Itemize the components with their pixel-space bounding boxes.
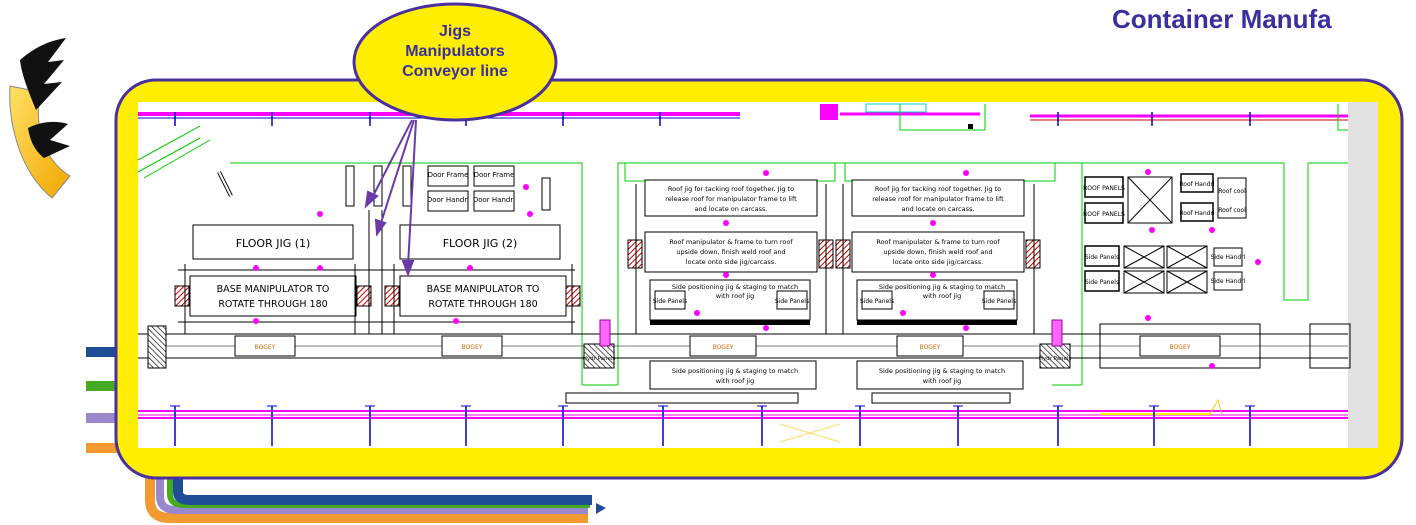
roof-jig-1-line2: release roof for manipulator frame to li… <box>665 195 797 203</box>
roof-jig-1-line1: Roof jig for tacking roof together. Jig … <box>668 185 794 193</box>
bogey-label-5: BOGEY <box>1170 344 1191 351</box>
roof-handrl-1: Roof Handrl <box>1179 181 1215 188</box>
roof-cool-1: Roof cool <box>1218 188 1246 195</box>
door-handrl-label-1: Door Handrl <box>427 196 469 204</box>
bogey-label-4: BOGEY <box>920 344 941 351</box>
roof-cool-2: Roof cool <box>1218 207 1246 214</box>
side-pos-2-line1: Side positioning jig & staging to match <box>879 283 1005 291</box>
side-panels-label-1: Side Panels <box>1085 254 1119 261</box>
base-manip-1-line2: ROTATE THROUGH 180 <box>218 299 327 310</box>
roof-station-2: Roof jig for tacking roof together. Jig … <box>835 179 1041 334</box>
hydraulic-label-1: Hydr Panels <box>583 356 616 362</box>
side-pos-low-2-line1: Side positioning jig & staging to match <box>879 367 1005 375</box>
door-frame-label-2: Door Frame <box>474 171 515 179</box>
bogey-label-2: BOGEY <box>462 344 483 351</box>
roof-jig-1-line3: and locate on carcass. <box>695 205 768 213</box>
roof-jig-2-line3: and locate on carcass. <box>902 205 975 213</box>
storage-area: ROOF PANELS ROOF PANELS Roof Handrl Roof… <box>1083 173 1247 294</box>
side-panel-2b: Side Panels <box>982 298 1016 305</box>
side-panel-2a: Side Panels <box>860 298 894 305</box>
slide-title: Container Manufa <box>1112 4 1332 34</box>
callout-bubble <box>352 2 558 122</box>
entry-chute <box>137 125 211 179</box>
drawing-scrollbar <box>1348 102 1378 448</box>
bottom-rail <box>138 398 1348 446</box>
door-handrl-label-2: Door Handrl <box>473 196 515 204</box>
side-handrl-2: Side Handrl <box>1211 278 1246 285</box>
roof-manip-1-line1: Roof manipulator & frame to turn roof <box>669 238 793 246</box>
callout-line-manipulators: Manipulators <box>405 43 505 60</box>
side-panel-1b: Side Panels <box>775 298 809 305</box>
roof-station-1: Roof jig for tacking roof together. Jig … <box>627 179 834 334</box>
callout-arrows <box>364 119 417 277</box>
company-logo <box>9 38 71 199</box>
callout-line-conveyor: Conveyor line <box>402 63 508 80</box>
roof-panels-label-1: ROOF PANELS <box>1083 185 1125 192</box>
callout-text: Jigs Manipulators Conveyor line <box>356 22 554 82</box>
roof-manip-2-line2: upside down, finish weld roof and <box>883 248 992 256</box>
roof-handrl-2: Roof Handrl <box>1179 210 1215 217</box>
side-pos-low-1-line2: with roof jig <box>716 377 754 385</box>
floor-jig-area: Door Frame Door Frame Door Handrl Door H… <box>174 165 581 334</box>
bogey-label-3: BOGEY <box>713 344 734 351</box>
magenta-markers <box>253 169 1261 369</box>
roof-manip-1-line3: locate onto side jig/carcass. <box>686 258 776 266</box>
side-pos-2-line2: with roof jig <box>923 292 961 300</box>
top-rail <box>138 103 1348 131</box>
roof-jig-2-line2: release roof for manipulator frame to li… <box>872 195 1004 203</box>
side-panels-label-2: Side Panels <box>1085 279 1119 286</box>
roof-manip-2-line1: Roof manipulator & frame to turn roof <box>876 238 1000 246</box>
conveyor-line: BOGEY BOGEY BOGEY BOGEY BOGEY Hydr Panel… <box>138 319 1351 369</box>
base-manip-2-line1: BASE MANIPULATOR TO <box>427 284 540 295</box>
side-panel-1a: Side Panels <box>653 298 687 305</box>
roof-jig-2-line1: Roof jig for tacking roof together. Jig … <box>875 185 1001 193</box>
hydraulic-label-2: Hydr Panels <box>1039 356 1072 362</box>
roof-manip-2-line3: locate onto side jig/carcass. <box>893 258 983 266</box>
side-pos-low-1-line1: Side positioning jig & staging to match <box>672 367 798 375</box>
floor-jig-2-label: FLOOR JIG (2) <box>443 237 518 250</box>
door-frame-label-1: Door Frame <box>428 171 469 179</box>
roof-panels-label-2: ROOF PANELS <box>1083 211 1125 218</box>
side-pos-1-line2: with roof jig <box>716 292 754 300</box>
floor-jig-1-label: FLOOR JIG (1) <box>236 237 311 250</box>
bogey-label-1: BOGEY <box>255 344 276 351</box>
base-manip-1-line1: BASE MANIPULATOR TO <box>217 284 330 295</box>
callout-line-jigs: Jigs <box>438 23 471 40</box>
roof-manip-1-line2: upside down, finish weld roof and <box>676 248 785 256</box>
decor-ribbons <box>86 347 606 523</box>
side-pos-low-2-line2: with roof jig <box>923 377 961 385</box>
side-handrl-1: Side Handrl <box>1211 254 1246 261</box>
base-manip-2-line2: ROTATE THROUGH 180 <box>428 299 537 310</box>
lower-side-jigs: Side positioning jig & staging to match … <box>565 360 1024 404</box>
side-pos-1-line1: Side positioning jig & staging to match <box>672 283 798 291</box>
